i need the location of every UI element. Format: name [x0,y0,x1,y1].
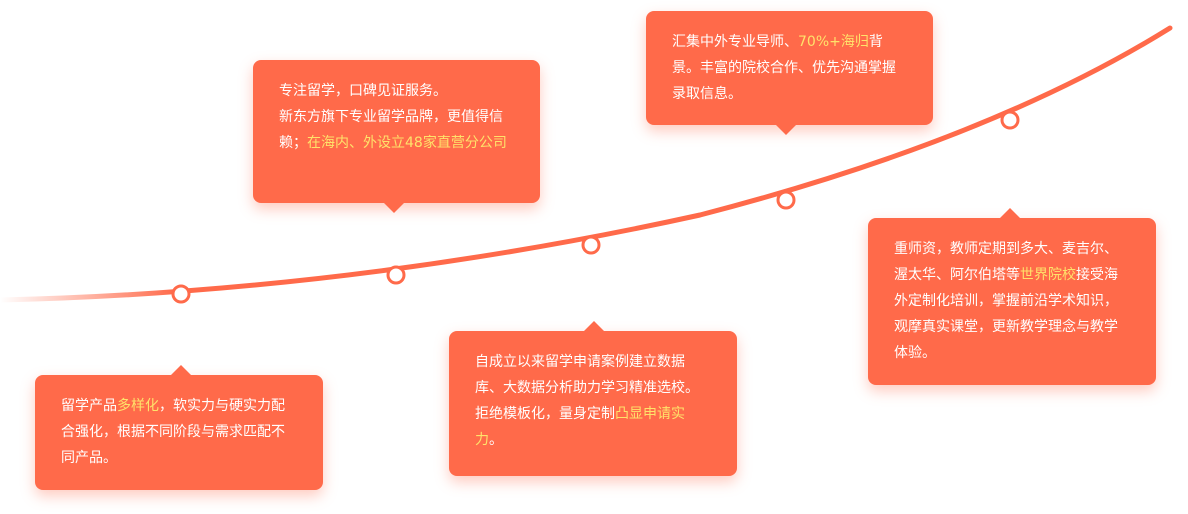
body-text: 。 [489,432,503,448]
card-mentors: 汇集中外专业导师、70%+海归背景。丰富的院校合作、优先沟通掌握录取信息。 [646,11,933,135]
body-text: 接受海外定制化培训，掌握前沿学术知识，观摩真实课堂，更新教学理念与教学体验。 [894,267,1118,361]
highlight-text: 在海内、外设立48家直营分公司 [307,135,507,151]
card-text: 留学产品多样化，软实力与硬实力配合强化，根据不同阶段与需求匹配不同产品。 [61,393,297,471]
body-text: ，软实力与硬实力配合强化，根据不同阶段与需求匹配不同产品。 [61,398,285,466]
card-pointer [584,321,604,331]
highlight-text: 70%+海归 [798,34,869,50]
body-text: 留学产品 [61,398,117,414]
card-pointer [1000,208,1020,218]
card-products: 留学产品多样化，软实力与硬实力配合强化，根据不同阶段与需求匹配不同产品。 [35,365,323,490]
highlight-text: 凸显申请实力 [475,406,685,448]
card-text: 重师资，教师定期到多大、麦吉尔、渥太华、阿尔伯塔等世界院校接受海外定制化培训，掌… [894,236,1130,366]
body-text: 新东方旗下专业留学品牌，更值得信赖； [279,109,503,151]
highlight-text: 多样化 [117,398,159,414]
body-text: 自成立以来留学申请案例建立数据库、大数据分析助力学习精准选校。拒绝模板化，量身定… [475,354,699,422]
card-teachers: 重师资，教师定期到多大、麦吉尔、渥太华、阿尔伯塔等世界院校接受海外定制化培训，掌… [868,208,1156,385]
milestone-dot-2 [386,265,406,285]
card-database: 自成立以来留学申请案例建立数据库、大数据分析助力学习精准选校。拒绝模板化，量身定… [449,321,737,476]
body-text: 汇集中外专业导师、 [672,34,798,50]
highlight-text: 世界院校 [1020,267,1076,283]
body-text: 专注留学，口碑见证服务。 [279,83,447,99]
card-text: 自成立以来留学申请案例建立数据库、大数据分析助力学习精准选校。拒绝模板化，量身定… [475,349,711,453]
card-pointer [776,125,796,135]
card-reputation: 专注留学，口碑见证服务。新东方旗下专业留学品牌，更值得信赖；在海内、外设立48家… [253,60,540,213]
milestone-dot-1 [171,284,191,304]
curve-path [0,25,1173,303]
card-text: 专注留学，口碑见证服务。新东方旗下专业留学品牌，更值得信赖；在海内、外设立48家… [279,78,514,156]
card-pointer [171,365,191,375]
card-pointer [384,203,404,213]
body-text: 重师资，教师定期到多大、麦吉尔、渥太华、阿尔伯塔等 [894,241,1118,283]
milestone-dot-5 [1000,110,1020,130]
milestone-dot-3 [581,235,601,255]
card-text: 汇集中外专业导师、70%+海归背景。丰富的院校合作、优先沟通掌握录取信息。 [672,29,907,107]
milestone-dot-4 [776,190,796,210]
body-text: 背景。丰富的院校合作、优先沟通掌握录取信息。 [672,34,896,102]
